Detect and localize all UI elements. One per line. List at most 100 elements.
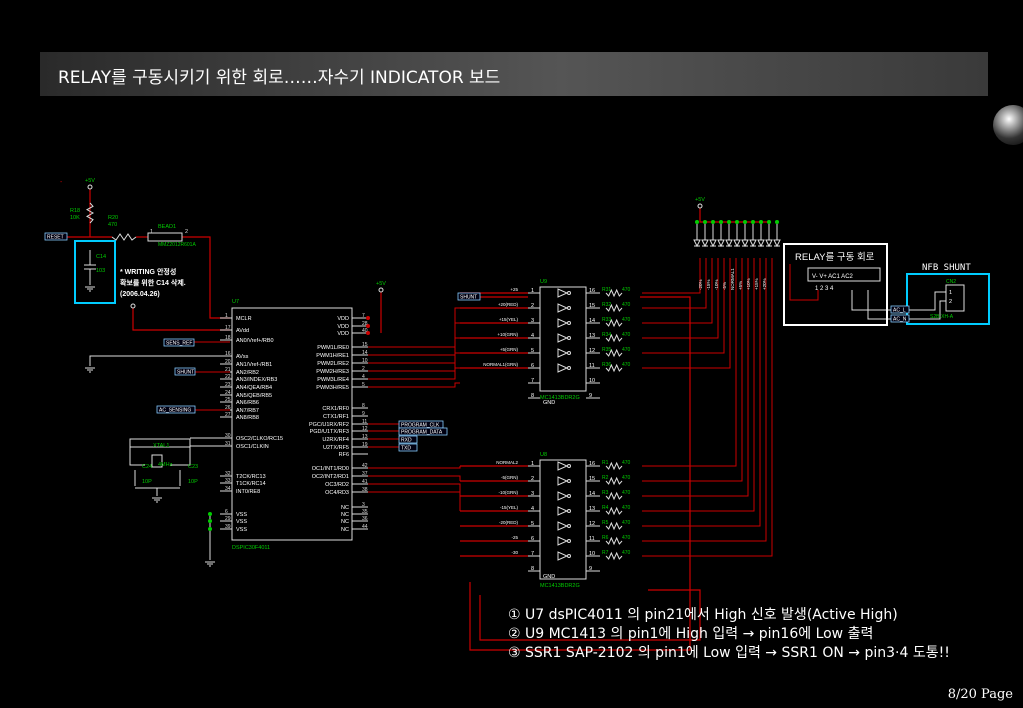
u7-left-pin-name-15: T1CK/RC14 <box>236 481 266 487</box>
ssr-vminus <box>789 264 819 301</box>
u9-out-num-1: 15 <box>589 303 595 309</box>
u9-res-ref-0: R31 <box>602 287 611 293</box>
u7-left-pin-name-4: AN1/Vref-/RB1 <box>236 362 272 368</box>
u7-right-pin-name-10: CTX1/RF1 <box>323 414 349 420</box>
u7-left-pin-name-0: MCLR <box>236 316 252 322</box>
bead-pin1: 1 <box>150 229 153 235</box>
c14-ref: C14 <box>96 254 106 260</box>
u9-out-num-2: 14 <box>589 318 595 324</box>
bead-pin2: 2 <box>185 229 188 235</box>
nfb-highlight <box>906 273 990 325</box>
u9-res-ref-1: R32 <box>602 302 611 308</box>
nfb-label: NFB SHUNT <box>922 263 971 273</box>
u9-gnd: GND <box>543 400 555 406</box>
r20-ref: R20 <box>108 215 118 221</box>
u7-right-pin-name-14: U2TX/RF5 <box>323 445 349 451</box>
u7-right-pin-name-15: RF6 <box>339 452 349 458</box>
u9-in-label-3: +10(GRN) <box>497 332 518 337</box>
u7-left-pin-name-18: VSS <box>236 519 247 525</box>
u9-inv-4 <box>567 351 571 355</box>
u7-right-pin-name-21: NC <box>341 512 349 518</box>
u7-left-pin-num-13: 31 <box>225 441 231 447</box>
bead1-part: MMZ2012R601A <box>158 242 196 248</box>
relay-highlight <box>783 243 888 326</box>
led-route-11 <box>642 258 767 542</box>
sens-ref-tag-text: SENS_REF <box>166 341 192 347</box>
u7-right-pin-name-18: OC3/RD2 <box>325 482 349 488</box>
u7-right-pin-name-23: NC <box>341 527 349 533</box>
led-dot-4 <box>727 220 731 224</box>
u8-in-label-5: -25 <box>511 535 518 540</box>
u9-res-ref-3: R34 <box>602 332 611 338</box>
u7-right-pin-num-20: 3 <box>362 502 365 508</box>
u7-ref: U7 <box>232 299 239 305</box>
u7-left-pin-name-6: AN3/INDEX/RB3 <box>236 377 277 383</box>
shunt-tag-left <box>174 367 196 376</box>
u9-res-5 <box>605 363 623 373</box>
u8-res-ref-5: R6 <box>602 535 609 541</box>
u8-in-num-0: 1 <box>531 461 534 467</box>
u7-right-pin-name-0: VDD <box>337 316 349 322</box>
u7-right-pin-num-12: 12 <box>362 426 368 432</box>
u8-res-4 <box>605 521 623 531</box>
u7-left-pin-name-17: VSS <box>236 512 247 518</box>
led-dot-3 <box>719 220 723 224</box>
orb-decoration <box>993 105 1023 145</box>
reset-tag <box>44 232 68 241</box>
u8-in-label-3: -15(YEL) <box>500 505 519 510</box>
pwm-route-0 <box>368 307 460 348</box>
u8-inv-5 <box>567 539 571 543</box>
led-diode-8 <box>757 239 765 248</box>
u8-out-num-3: 13 <box>589 506 595 512</box>
u8-res-6 <box>605 551 623 561</box>
pwm-route-1 <box>368 322 460 356</box>
program-data-tag <box>398 427 448 436</box>
u8-out-num-0: 16 <box>589 461 595 467</box>
u7-right-pin-num-4: 14 <box>362 350 368 356</box>
u9-in-label-1: +20(RED) <box>498 302 519 307</box>
rxd-tag <box>398 435 418 444</box>
vcc-right <box>697 203 703 209</box>
u9-buffer-3 <box>557 333 569 343</box>
vss-dot3 <box>208 527 212 531</box>
return-loop <box>469 296 691 651</box>
u7-left-pin-num-3: 16 <box>225 351 231 357</box>
u9-res-val-1: 470 <box>622 302 631 308</box>
u9-out-num-5: 11 <box>589 363 595 369</box>
u8-res-3 <box>605 506 623 516</box>
u8-res-val-3: 470 <box>622 505 631 511</box>
note-line-2: ② U9 MC1413 의 pin1에 High 입력 → pin16에 Low… <box>508 626 874 642</box>
u8-out-num-4: 12 <box>589 521 595 527</box>
u7-right-pin-name-11: PGC/U1RX/RF2 <box>309 422 349 428</box>
u8-buffer-3 <box>557 506 569 516</box>
vdd-dot3 <box>366 331 370 335</box>
led-diode-2 <box>709 239 717 248</box>
u7-right-pin-name-8: PWM3H/RE5 <box>316 385 349 391</box>
cn2-pin1: 1 <box>949 290 952 296</box>
u9-inv-1 <box>567 306 571 310</box>
pwm-route-2 <box>368 337 460 364</box>
led-route-3 <box>642 258 719 339</box>
u8-res-0 <box>605 461 623 471</box>
u8-in-label-4: -20(RED) <box>499 520 519 525</box>
led-diode-10 <box>773 239 781 248</box>
relay-label: RELAY를 구동 회로 <box>795 252 875 263</box>
mclr-wire <box>182 236 230 319</box>
u7-left-pin-num-14: 32 <box>225 471 231 477</box>
ssr-pin-names: V- V+ AC1 AC2 <box>812 274 854 280</box>
u9-res-val-5: 470 <box>622 362 631 368</box>
minus-mark: - <box>60 179 63 186</box>
led-dot-10 <box>775 220 779 224</box>
u7-right-pin-num-0: 7 <box>362 313 365 319</box>
u7-right-pin-num-2: 40 <box>362 328 368 334</box>
led-dot-2 <box>711 220 715 224</box>
program-data-tag-text: PROGRAM_DATA <box>401 430 443 436</box>
u7-left-pin-name-9: AN6/RB6 <box>236 400 259 406</box>
pwm-route-3 <box>368 352 460 372</box>
u8-part: MC1413BDR2G <box>540 583 580 589</box>
led-label-7: +15% <box>754 278 759 290</box>
ac-n-tag-text: AC_N <box>893 317 907 323</box>
u9-out-num-0: 16 <box>589 288 595 294</box>
u7-left-pin-name-8: AN5/QEB/RB5 <box>236 393 272 399</box>
